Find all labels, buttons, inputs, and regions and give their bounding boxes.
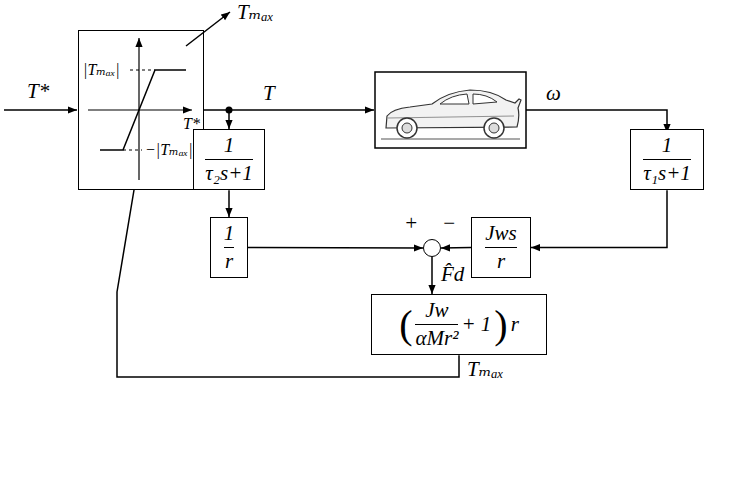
signal-connector (531, 190, 667, 247)
fraction: 1 τ₁s+1 (643, 134, 691, 185)
fraction-bar (643, 159, 691, 160)
gain-box-numerator: 1 (224, 222, 235, 245)
bracket: ) (494, 305, 507, 345)
term: + 1 (461, 313, 491, 336)
fraction: Jw αMr² (415, 299, 458, 350)
filter-box: 1 τ₂s+1 (193, 129, 265, 190)
gain-box: 1r (210, 217, 248, 278)
signal-connector (204, 110, 229, 129)
term: r (511, 313, 519, 336)
signal-connector (228, 190, 230, 217)
filter-box-numerator: 1 (224, 134, 235, 157)
fraction-bar (224, 247, 235, 248)
sign-label: − (442, 212, 456, 235)
fraction: 1 τ₂s+1 (205, 134, 253, 185)
ratio-denominator: αMr² (415, 327, 458, 350)
signal-connector (248, 247, 423, 249)
torque-wire (229, 109, 374, 111)
signal-connector (431, 257, 433, 294)
limit-value: −|Tₘₐₓ| (145, 141, 193, 159)
limit-arrow (186, 12, 230, 46)
signal-name: ω (545, 82, 562, 105)
vehicle-illustration (375, 72, 526, 148)
fraction-bar (485, 247, 517, 248)
signal-name: Tₘₐₓ (466, 358, 505, 381)
sign-label: + (404, 212, 418, 235)
fraction: Jws r (485, 222, 517, 273)
transfer-box-denominator: r (497, 250, 505, 273)
filter-box: 1 τ₁s+1 (630, 129, 704, 190)
limit-value: |Tₘₐₓ| (83, 61, 120, 79)
bracket: ( (399, 305, 412, 345)
transfer-box: Jws r (471, 217, 531, 278)
transfer-box-numerator: Jws (485, 222, 517, 245)
ratio-numerator: Jw (425, 299, 448, 322)
limit-name: Tₘₐₓ (236, 1, 275, 24)
saturation-graph (88, 38, 192, 180)
signal-name: F̂d (440, 263, 465, 286)
fraction-bar (205, 159, 253, 160)
signal-name: T* (26, 80, 50, 103)
fraction-bar (415, 324, 458, 325)
signal-name: T (262, 82, 276, 105)
gain-box: ( Jw αMr²+ 1)r (371, 294, 547, 355)
gain-box-denominator: r (225, 250, 233, 273)
filter-box-denominator: τ₂s+1 (205, 162, 253, 185)
input-wire (4, 109, 77, 111)
summing-junction: +− (423, 239, 441, 257)
fraction: 1r (224, 222, 235, 273)
filter-box-numerator: 1 (662, 134, 673, 157)
filter-box-denominator: τ₁s+1 (643, 162, 691, 185)
signal-connector (441, 247, 471, 249)
saturation-block: |Tₘₐₓ|−|Tₘₐₓ|T* (78, 30, 204, 190)
